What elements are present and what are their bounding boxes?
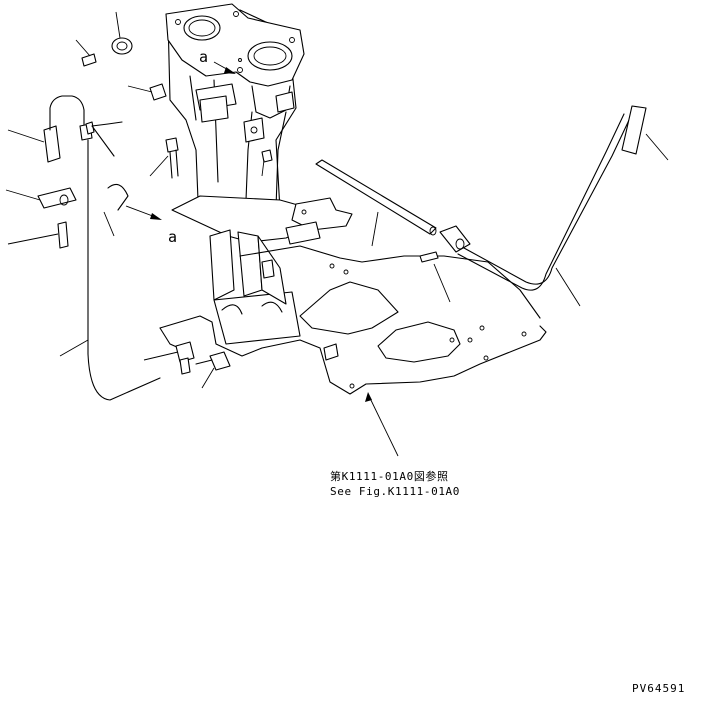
support-frame (209, 229, 301, 345)
reference-english: See Fig.K1111-01A0 (330, 485, 460, 498)
column-base-plate (171, 195, 353, 245)
view-marker-upper: a (199, 48, 208, 66)
figure-code: PV64591 (632, 682, 685, 695)
shaft-assembly (315, 105, 647, 291)
leader-lines (5, 11, 669, 457)
reference-japanese: 第K1111-01A0図参照 (330, 469, 449, 483)
view-marker-lower: a (168, 228, 177, 246)
left-parts (37, 37, 231, 401)
steering-column-housing (165, 3, 305, 216)
